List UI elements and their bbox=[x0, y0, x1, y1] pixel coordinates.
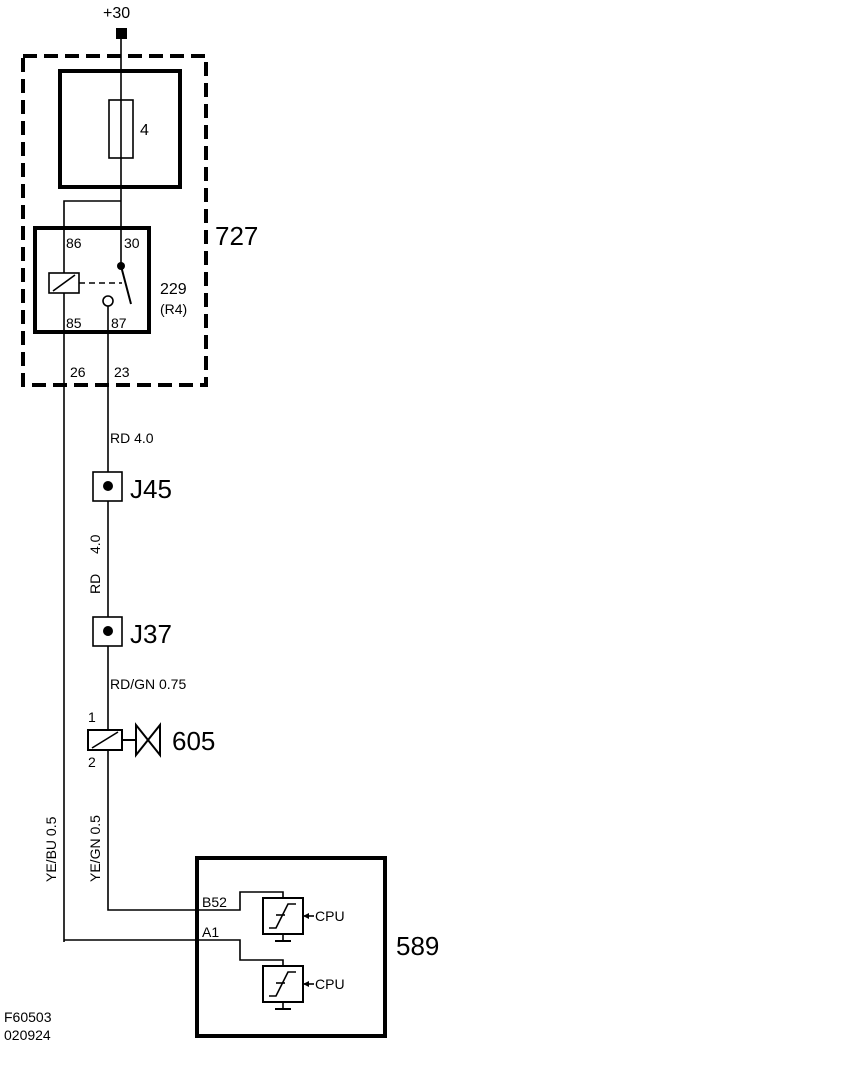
wire-label-rd-vertical: RD bbox=[87, 574, 103, 594]
valve-pin-1: 1 bbox=[88, 709, 96, 725]
wire-ye-gn bbox=[107, 750, 197, 911]
relay-pin-87: 87 bbox=[111, 315, 127, 331]
footer-date: 020924 bbox=[4, 1027, 51, 1043]
fuse-enclosure bbox=[58, 69, 182, 189]
relay-contact-87 bbox=[102, 295, 114, 307]
wire-label-rd-4: RD 4.0 bbox=[110, 430, 154, 446]
valve-symbol bbox=[135, 722, 161, 758]
fuse-relay-box-id: 727 bbox=[215, 221, 258, 251]
valve-coil-diagonal bbox=[91, 731, 119, 749]
valve-id: 605 bbox=[172, 726, 215, 756]
control-unit-589 bbox=[195, 856, 387, 1038]
wire-label-ye-bu: YE/BU 0.5 bbox=[43, 816, 59, 882]
wire-label-rd-4-vertical: 4.0 bbox=[87, 534, 103, 554]
cpu-label-top: CPU bbox=[315, 908, 345, 924]
relay-pin-86: 86 bbox=[66, 235, 82, 251]
wire-label-rd-gn: RD/GN 0.75 bbox=[110, 676, 186, 692]
control-unit-pin-b52: B52 bbox=[202, 894, 227, 910]
control-unit-pin-a1: A1 bbox=[202, 924, 219, 940]
box-pin-23: 23 bbox=[114, 364, 130, 380]
junction-j45-dot bbox=[103, 481, 113, 491]
driver-bottom bbox=[262, 965, 314, 1010]
box-pin-26: 26 bbox=[70, 364, 86, 380]
internal-wire-b52 bbox=[197, 891, 284, 911]
control-unit-id: 589 bbox=[396, 931, 439, 961]
junction-j37-dot bbox=[103, 626, 113, 636]
relay-pin-30: 30 bbox=[124, 235, 140, 251]
supply-label: +30 bbox=[103, 5, 130, 22]
relay-id: 229 bbox=[160, 281, 187, 298]
junction-j37-label: J37 bbox=[130, 619, 172, 649]
internal-wire-a1 bbox=[197, 939, 284, 966]
relay-sub-id: (R4) bbox=[160, 301, 187, 317]
relay-coil-diagonal bbox=[52, 274, 76, 292]
relay-pin-85: 85 bbox=[66, 315, 82, 331]
cpu-label-bottom: CPU bbox=[315, 976, 345, 992]
relay-switch-arm bbox=[120, 265, 132, 305]
fuse-relay-box-727 bbox=[21, 54, 208, 387]
driver-top bbox=[262, 897, 314, 942]
junction-j45-label: J45 bbox=[130, 474, 172, 504]
footer-code: F60503 bbox=[4, 1009, 52, 1025]
wire-fuse-to-86 bbox=[63, 200, 121, 228]
wire-label-ye-gn: YE/GN 0.5 bbox=[87, 815, 103, 882]
supply-terminal bbox=[116, 28, 127, 39]
fuse-number: 4 bbox=[140, 122, 149, 139]
valve-pin-2: 2 bbox=[88, 754, 96, 770]
relay-229 bbox=[33, 226, 151, 334]
